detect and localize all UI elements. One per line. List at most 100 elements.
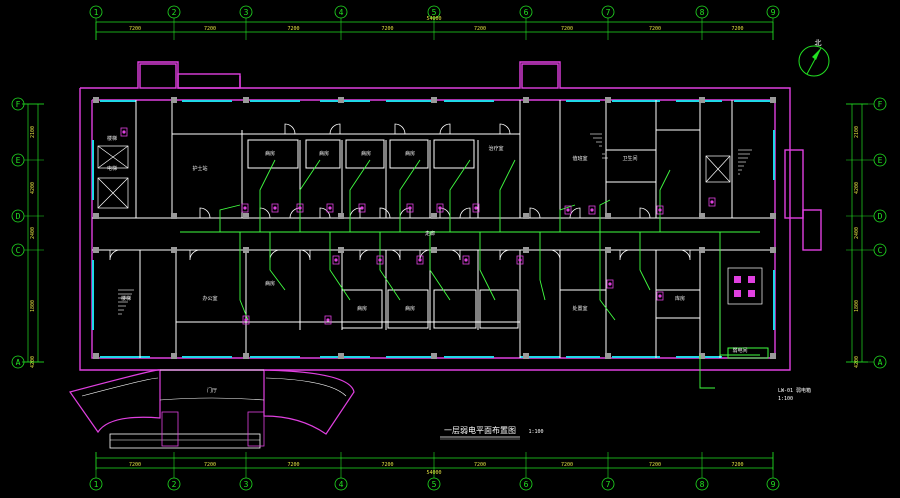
room-label: 病房 — [265, 280, 275, 287]
left-dimension-lines — [22, 103, 44, 363]
door-swing — [329, 123, 341, 135]
grid-axis-label: A — [878, 358, 883, 367]
column — [605, 213, 611, 219]
top-segment-dim: 7200 — [731, 26, 743, 32]
outlet-marker — [376, 255, 384, 265]
outlet-dot — [590, 208, 594, 212]
column — [338, 213, 344, 219]
room-label: 楼梯 — [121, 295, 131, 302]
outer-wall — [79, 61, 822, 371]
cable-runs — [180, 159, 760, 389]
outlet-dot — [360, 206, 364, 210]
column — [523, 247, 529, 253]
column — [431, 97, 437, 103]
bottom-segment-dim: 7200 — [731, 462, 743, 468]
column — [93, 213, 99, 219]
outlet-marker — [326, 203, 334, 213]
outlet-dot — [378, 258, 382, 262]
top-dimension-lines — [95, 21, 774, 40]
bottom-segment-dim: 7200 — [381, 462, 393, 468]
door-swings — [109, 123, 691, 261]
north-arrow — [798, 45, 830, 77]
stair-steps — [118, 133, 752, 315]
column — [770, 213, 776, 219]
door-swing — [459, 207, 471, 219]
outlet-dot — [328, 206, 332, 210]
bottom-segment-dim: 7200 — [287, 462, 299, 468]
column — [523, 353, 529, 359]
door-swing — [439, 207, 451, 219]
outlet-marker — [656, 205, 664, 215]
grid-axis-label: D — [878, 212, 883, 221]
top-segment-dim: 7200 — [381, 26, 393, 32]
room-label: 弱电间 — [732, 347, 747, 354]
door-swing — [549, 249, 561, 261]
grid-axis-label: 7 — [606, 8, 611, 17]
door-swing — [399, 207, 411, 219]
door-swing — [439, 123, 451, 135]
grid-axis-label: 8 — [700, 8, 705, 17]
bottom-segment-dim: 7200 — [204, 462, 216, 468]
door-swing — [269, 249, 281, 261]
grid-axis-label: 2 — [172, 480, 177, 489]
outlet-marker — [462, 255, 470, 265]
door-swing — [449, 249, 461, 261]
grid-axis-label: 1 — [94, 480, 99, 489]
grid-axis-label: F — [878, 100, 883, 109]
room-label: 办公室 — [202, 295, 217, 302]
door-swing — [289, 207, 301, 219]
right-dimension-lines — [846, 103, 868, 363]
outlet-marker — [120, 127, 128, 137]
column — [523, 213, 529, 219]
column — [431, 213, 437, 219]
column — [171, 213, 177, 219]
side-windows — [92, 130, 775, 330]
room-label: 库房 — [675, 295, 685, 302]
right-segment-dim: 1800 — [854, 300, 860, 312]
outlet-dot — [244, 318, 248, 322]
column — [171, 97, 177, 103]
room-label: 病房 — [405, 150, 415, 157]
door-swing — [499, 123, 511, 135]
outlet-marker — [564, 205, 572, 215]
grid-axis-label: 2 — [172, 8, 177, 17]
door-swing — [394, 123, 406, 135]
outlet-dot — [474, 206, 478, 210]
door-swing — [679, 249, 691, 261]
door-swing — [284, 123, 296, 135]
grid-axis-label: C — [878, 246, 883, 255]
outlet-dot — [418, 258, 422, 262]
column — [171, 353, 177, 359]
legend-line-2: 1:100 — [778, 396, 793, 402]
outlet-dot — [710, 200, 714, 204]
column — [243, 247, 249, 253]
room-label: 病房 — [361, 150, 371, 157]
outlet-dot — [566, 208, 570, 212]
column — [605, 353, 611, 359]
left-segment-dim: 2400 — [30, 227, 36, 239]
outlet-dot — [658, 294, 662, 298]
room-labels: 楼梯电梯病房病房病房病房护士站治疗室值班室卫生间走廊楼梯办公室病房病房病房处置室… — [107, 135, 748, 394]
bottom-segment-dim: 7200 — [129, 462, 141, 468]
column — [770, 97, 776, 103]
door-swing — [389, 249, 401, 261]
grid-axis-label: 1 — [94, 8, 99, 17]
door-swing — [319, 207, 331, 219]
door-swing — [379, 207, 391, 219]
column — [93, 353, 99, 359]
room-label: 卫生间 — [622, 155, 637, 162]
column — [699, 247, 705, 253]
outlet-dot — [273, 206, 277, 210]
outlet-dot — [243, 206, 247, 210]
outlet-marker — [416, 255, 424, 265]
grid-axis-label: A — [16, 358, 21, 367]
grid-axis-label: 4 — [339, 8, 344, 17]
column — [699, 213, 705, 219]
outlet-dot — [326, 318, 330, 322]
right-segment-dim: 4200 — [854, 356, 860, 368]
outlet-marker — [606, 279, 614, 289]
outlet-marker — [406, 203, 414, 213]
grid-axis-label: 4 — [339, 480, 344, 489]
